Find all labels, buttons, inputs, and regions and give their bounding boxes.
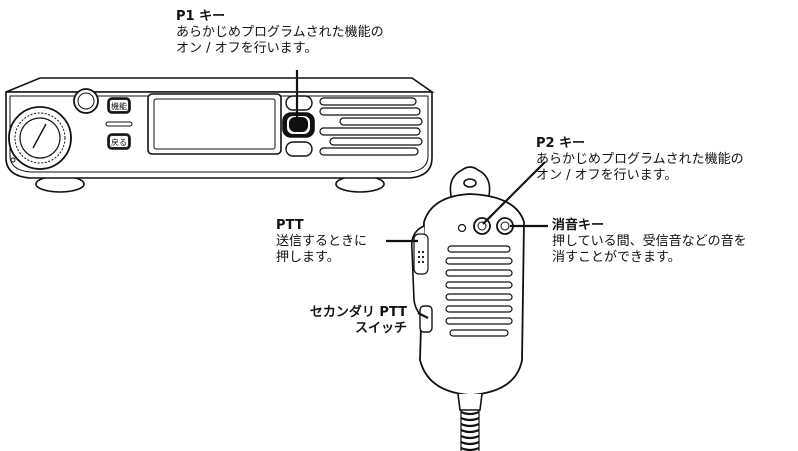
hand-microphone bbox=[410, 166, 525, 411]
ptt-desc-line2: 押します。 bbox=[276, 250, 340, 265]
p2-key-title: P2 キー bbox=[536, 136, 586, 151]
p1-key-desc-line1: あらかじめプログラムされた機能の bbox=[176, 25, 384, 40]
p2-key-label: P2 キー あらかじめプログラムされた機能の オン / オフを行います。 bbox=[536, 136, 744, 184]
secondary-ptt-leader-line bbox=[417, 312, 429, 319]
p2-key-desc-line1: あらかじめプログラムされた機能の bbox=[536, 152, 744, 167]
p1-key-label: P1 キー あらかじめプログラムされた機能の オン / オフを行います。 bbox=[176, 9, 384, 57]
function-button-label: 機能 bbox=[111, 101, 127, 111]
mute-key-label: 消音キー 押している間、受信音などの音を 消すことができます。 bbox=[552, 218, 747, 266]
p2-leader-line bbox=[482, 161, 546, 225]
ptt-button bbox=[413, 233, 429, 275]
p1-key-desc-line2: オン / オフを行います。 bbox=[176, 41, 318, 56]
coiled-cable bbox=[460, 410, 480, 451]
secondary-ptt-line2: スイッチ bbox=[354, 321, 407, 336]
p1-key-title: P1 キー bbox=[176, 9, 226, 24]
secondary-ptt-switch bbox=[419, 305, 433, 333]
p2-key-desc-line2: オン / オフを行います。 bbox=[536, 168, 678, 183]
back-button-label: 戻る bbox=[111, 137, 127, 147]
secondary-ptt-switch-label: セカンダリ PTT スイッチ bbox=[310, 305, 407, 337]
mobile-radio-unit bbox=[5, 77, 435, 193]
ptt-label: PTT 送信するときに 押します。 bbox=[276, 218, 367, 266]
mute-key-desc-line2: 消すことができます。 bbox=[552, 250, 681, 265]
ptt-title: PTT bbox=[276, 218, 304, 233]
ptt-desc-line1: 送信するときに bbox=[276, 234, 368, 249]
secondary-ptt-line1: セカンダリ PTT bbox=[309, 305, 407, 320]
mute-key-title: 消音キー bbox=[552, 218, 605, 233]
mute-key-desc-line1: 押している間、受信音などの音を bbox=[552, 234, 747, 249]
